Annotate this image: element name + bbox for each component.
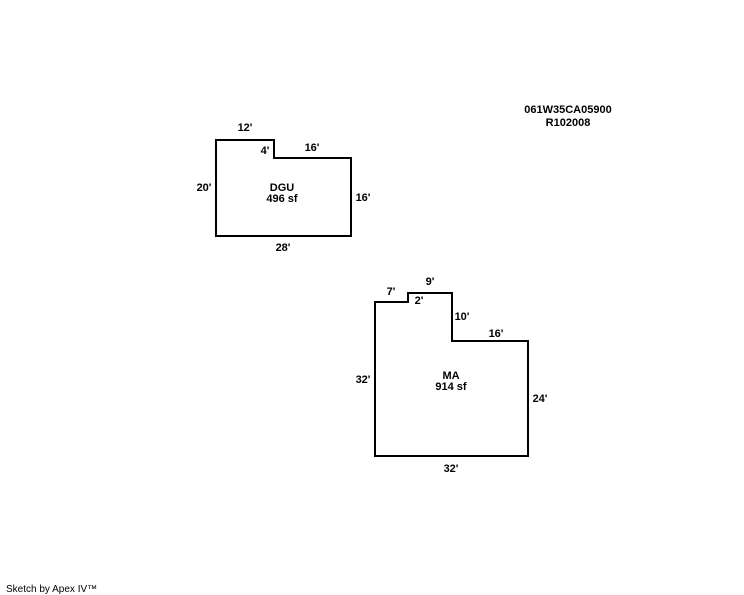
area-dgu: 12' 4' 16' 16' 28' 20' DGU 496 sf [197,122,371,254]
parcel-id: 061W35CA05900 [524,104,611,116]
dim-label: 24' [533,393,548,405]
dgu-outline [215,139,352,237]
dim-label: 10' [455,311,470,323]
footer-credit: Sketch by Apex IV™ [6,584,97,595]
dim-label: 32' [356,374,371,386]
account-number: R102008 [546,117,591,129]
area-name: MA [442,370,459,382]
dim-label: 2' [415,295,424,307]
dim-label: 20' [197,182,212,194]
dim-label: 7' [387,286,396,298]
area-name: DGU [270,182,295,194]
dim-label: 28' [276,242,291,254]
area-ma: 7' 2' 9' 10' 16' 24' 32' 32' MA 914 sf [356,276,548,475]
dim-label: 32' [444,463,459,475]
dim-label: 4' [261,145,270,157]
dim-label: 9' [426,276,435,288]
dim-label: 16' [489,328,504,340]
dim-label: 16' [305,142,320,154]
ma-outline [374,292,529,457]
dim-label: 16' [356,192,371,204]
area-size: 496 sf [266,193,298,205]
dim-label: 12' [238,122,253,134]
area-size: 914 sf [435,381,467,393]
